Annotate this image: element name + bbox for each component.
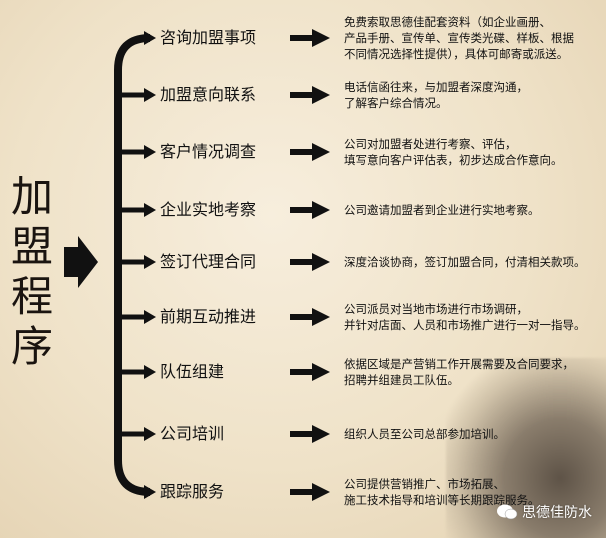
desc-arrow-body: [290, 431, 312, 437]
desc-arrow-head: [312, 363, 330, 381]
step-description: 公司派员对当地市场进行市场调研， 并针对店面、人员和市场推广进行一对一指导。: [344, 302, 586, 332]
step-label: 跟踪服务: [160, 482, 225, 501]
desc-arrow-body: [290, 369, 312, 375]
branch-arrowhead: [144, 310, 156, 324]
step-label: 客户情况调查: [160, 142, 257, 161]
step-description: 深度洽谈协商，签订加盟合同，付清相关款项。: [344, 255, 586, 269]
chat-bubbles-icon: [497, 504, 518, 520]
branch-arrowhead: [144, 31, 156, 45]
desc-arrow-body: [290, 149, 312, 155]
step-label: 咨询加盟事项: [160, 28, 257, 47]
branch-arrowhead: [144, 365, 156, 379]
rock-decoration: [446, 358, 606, 538]
branch-arrowhead: [144, 203, 156, 217]
desc-arrow-head: [312, 483, 330, 501]
step-description: 组织人员至公司总部参加培训。: [344, 427, 505, 441]
desc-arrow-head: [312, 201, 330, 219]
desc-arrow-head: [312, 29, 330, 47]
step-label: 前期互动推进: [160, 307, 257, 326]
step-description: 公司邀请加盟者到企业进行实地考察。: [344, 203, 540, 217]
main-arrow-head: [78, 236, 98, 288]
diagram-title: 加盟程序: [10, 172, 53, 371]
desc-arrow-body: [290, 35, 312, 41]
branch-arrowhead: [144, 427, 156, 441]
step-description: 免费索取思德佳配套资料（如企业画册、 产品手册、宣传单、宣传类光碟、样板、根据 …: [344, 15, 574, 61]
spine-line: [114, 34, 151, 496]
desc-arrow-body: [290, 314, 312, 320]
step-description: 公司提供营销推广、市场拓展、 施工技术指导和培训等长期跟踪服务。: [344, 477, 540, 507]
branch-arrowhead: [144, 255, 156, 269]
step-description: 电话信函往来，与加盟者深度沟通， 了解客户综合情况。: [344, 80, 528, 110]
desc-arrow-head: [312, 143, 330, 161]
watermark: 思德佳防水: [496, 502, 592, 522]
step-label: 加盟意向联系: [160, 85, 257, 104]
step-label: 企业实地考察: [160, 200, 257, 219]
desc-arrow-body: [290, 92, 312, 98]
step-label: 队伍组建: [160, 362, 225, 381]
desc-arrow-body: [290, 259, 312, 265]
desc-arrow-body: [290, 207, 312, 213]
step-description: 公司对加盟者处进行考察、评估， 填写意向客户评估表，初步达成合作意向。: [344, 137, 563, 167]
branch-arrowhead: [144, 485, 156, 499]
desc-arrow-body: [290, 489, 312, 495]
desc-arrow-head: [312, 425, 330, 443]
step-label: 公司培训: [160, 424, 225, 443]
main-arrow-body: [64, 247, 78, 277]
desc-arrow-head: [312, 308, 330, 326]
desc-arrow-head: [312, 86, 330, 104]
desc-arrow-head: [312, 253, 330, 271]
watermark-text: 思德佳防水: [522, 505, 592, 521]
step-label: 签订代理合同: [160, 252, 257, 271]
branch-arrowhead: [144, 88, 156, 102]
branch-arrowhead: [144, 145, 156, 159]
step-description: 依据区域是产营销工作开展需要及合同要求， 招聘并组建员工队伍。: [344, 357, 574, 387]
